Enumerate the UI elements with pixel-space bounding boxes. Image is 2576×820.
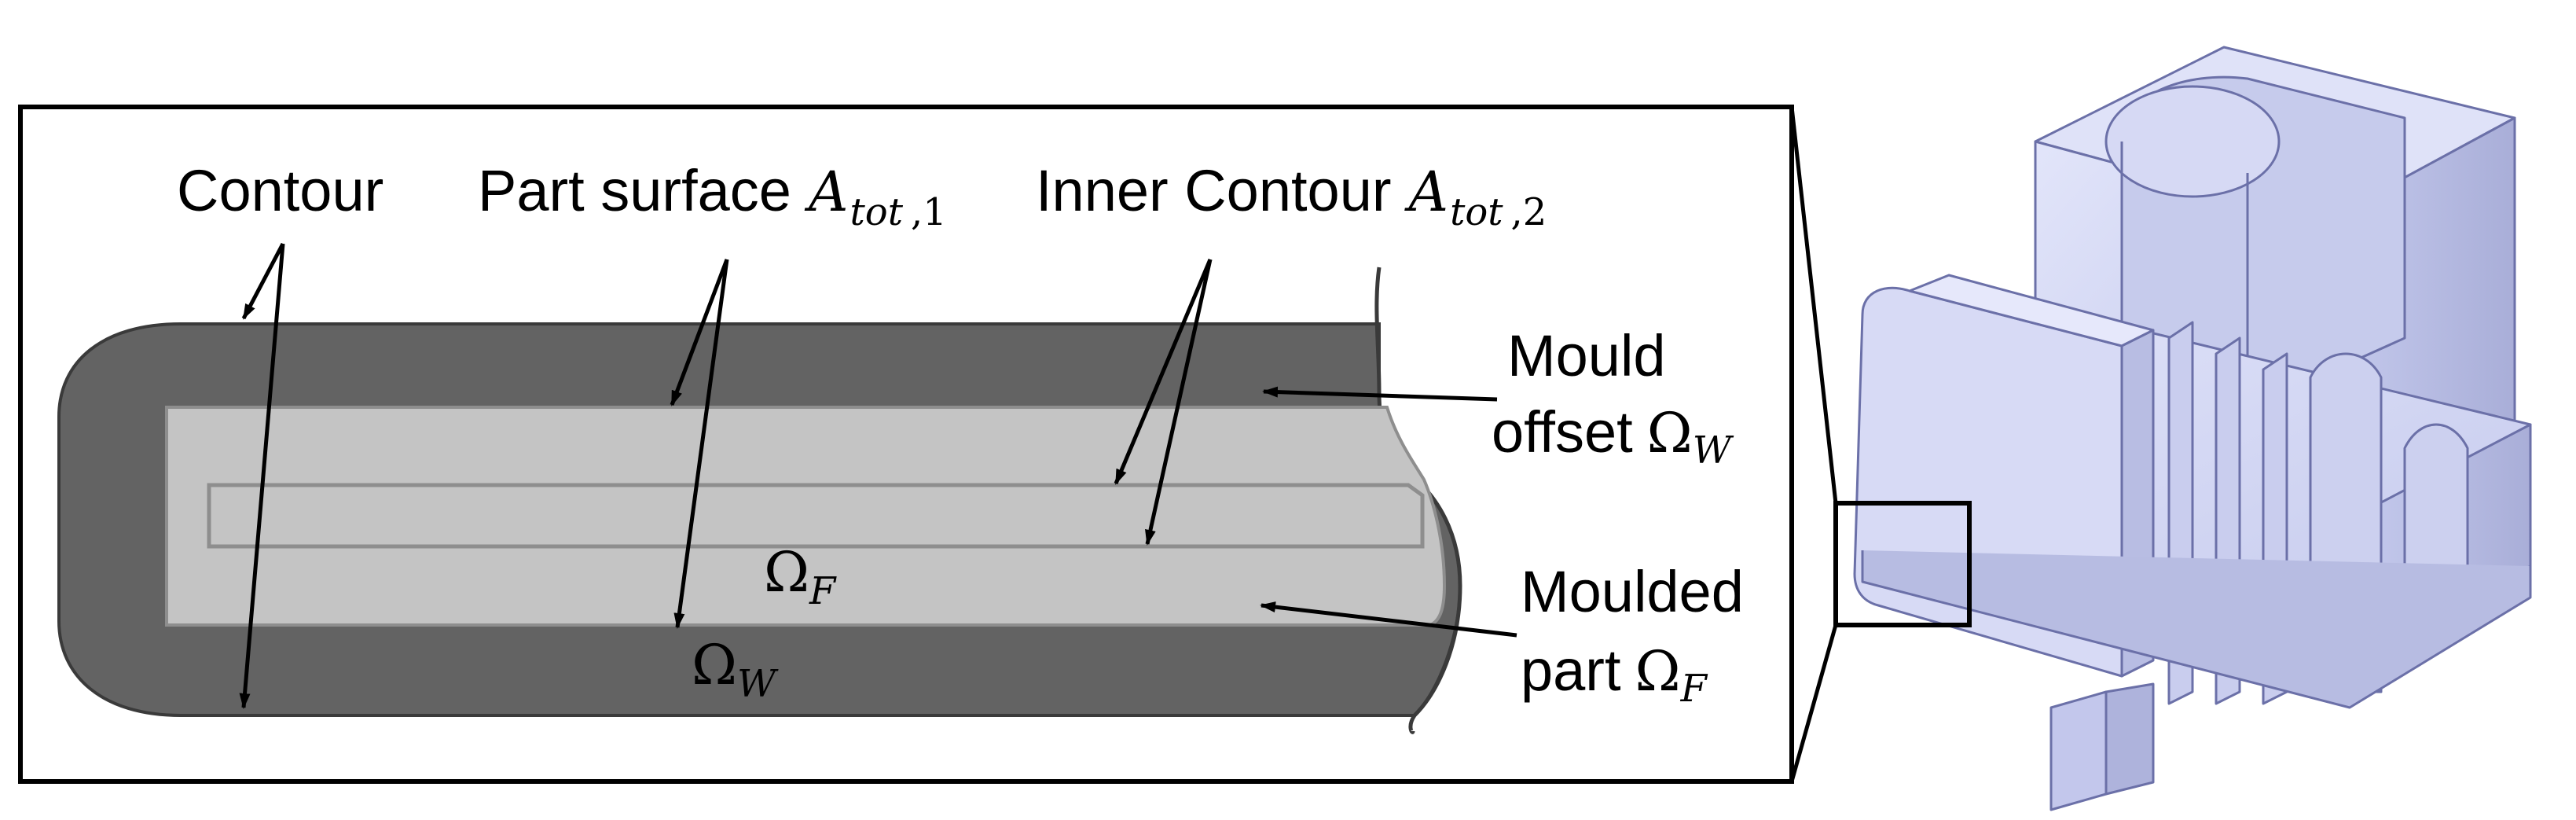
contour-arrow-1 — [241, 242, 285, 320]
contour-label: Contour — [177, 158, 383, 223]
part-surface-arrow-2 — [673, 259, 729, 629]
cad-model — [1853, 46, 2532, 811]
inner-contour-outline — [207, 483, 1425, 549]
contour-arrow-2 — [239, 243, 285, 709]
zoom-region-box — [1833, 501, 1972, 627]
moulded-part-label-line1: Moulded — [1521, 559, 1744, 624]
cut-boundary-line — [1374, 267, 1462, 734]
omega-w-label: ΩW — [692, 633, 779, 706]
omega-f-label: ΩF — [764, 540, 837, 613]
inner-contour-arrow-2 — [1145, 259, 1213, 546]
mould-offset-label-line1: Mould — [1507, 323, 1666, 388]
part-surface-arrow-1 — [670, 259, 729, 406]
moulded-part-arrow — [1260, 601, 1517, 638]
zoom-line-bottom — [1789, 624, 1838, 782]
mould-offset-arrow — [1262, 386, 1498, 402]
inner-contour-arrow-1 — [1114, 259, 1213, 485]
zoom-line-top — [1789, 106, 1838, 504]
